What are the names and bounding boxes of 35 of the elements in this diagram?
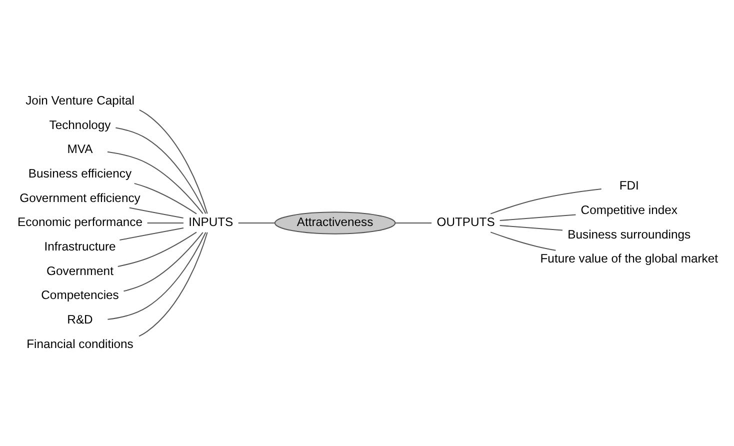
node-text: Infrastructure: [44, 239, 116, 254]
connector: [146, 222, 183, 224]
node-ellipse: Attractiveness: [274, 212, 396, 234]
node-text: Technology: [48, 118, 110, 132]
node-text: R&D: [66, 312, 92, 327]
connector: [117, 232, 196, 267]
connector: [119, 227, 184, 241]
connector: [123, 232, 203, 292]
connector: [138, 110, 208, 214]
node-text: OUTPUTS: [436, 215, 494, 230]
connector: [134, 182, 196, 214]
node-text: Join Venture Capital: [25, 93, 134, 108]
node-text: Government efficiency: [19, 190, 140, 205]
connector: [115, 127, 206, 214]
connector: [128, 207, 183, 218]
node-text: Business surroundings: [567, 227, 690, 242]
node-text: Competitive index: [580, 202, 677, 217]
node-text: Business efficiency: [28, 166, 132, 180]
connector: [107, 232, 206, 320]
connector: [106, 151, 203, 214]
connector: [138, 232, 208, 337]
node-text: Government: [46, 264, 113, 278]
connector: [490, 232, 556, 251]
node-text: Future value of the global market: [540, 252, 718, 266]
node-text: INPUTS: [188, 215, 233, 230]
node-text: Competencies: [40, 288, 118, 302]
connector: [499, 224, 562, 231]
node-text: Economic performance: [17, 215, 142, 230]
connector: [490, 188, 601, 214]
node-text: MVA: [66, 142, 92, 156]
connector: [238, 222, 274, 224]
connector: [395, 222, 432, 224]
connector: [499, 214, 576, 222]
node-text: FDI: [618, 178, 638, 193]
node-text: Financial conditions: [26, 336, 133, 351]
